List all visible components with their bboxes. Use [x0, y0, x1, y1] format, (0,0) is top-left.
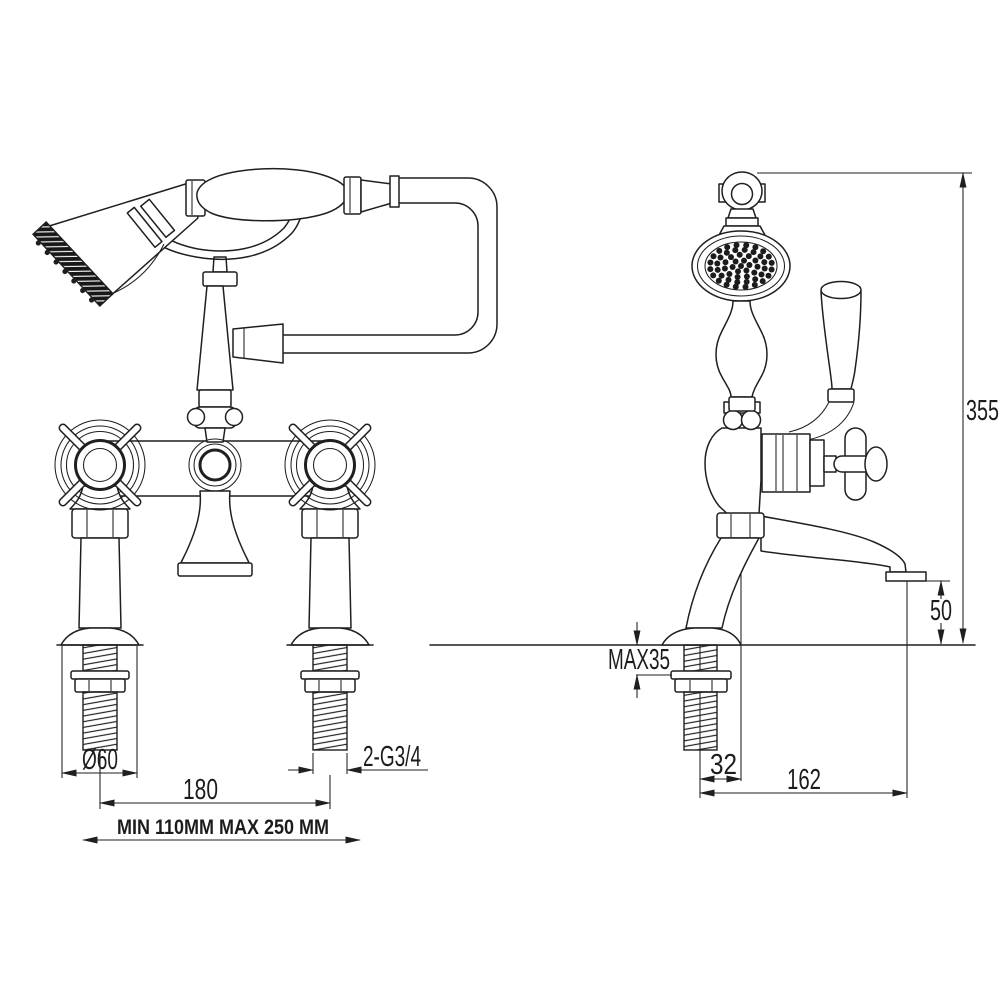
dim-deck-thickness: MAX35: [608, 622, 672, 698]
bath-spout-front: [177, 490, 253, 577]
handle-ferrule-right: [343, 176, 362, 215]
diverter-ring: [188, 438, 242, 492]
dim-spout-height: 50: [926, 579, 955, 646]
dim-label-overall-height: 355: [966, 395, 999, 427]
hose-elbow: [232, 323, 284, 364]
dim-label-spout-height: 50: [930, 595, 952, 627]
right-leg: [286, 485, 374, 751]
dim-label-thread: 2-G3/4: [363, 741, 421, 773]
dim-label-range: MIN 110MM MAX 250 MM: [117, 816, 329, 839]
valve-body: [704, 401, 837, 515]
dim-overall-height: 355: [757, 171, 999, 645]
lever-handle: [788, 280, 862, 442]
front-view: Ø60 180 2-G3/4 MIN 110MM MAX 250 MM: [32, 167, 498, 844]
shower-hose: [232, 177, 498, 364]
cradle-ring-front: [722, 409, 744, 431]
spray-dots: [707, 242, 775, 290]
side-view: 355 50 MAX35 32 162: [429, 171, 999, 798]
dim-label-deck-thickness: MAX35: [608, 644, 670, 676]
side-leg: [661, 512, 765, 751]
cradle-post: [186, 256, 244, 443]
hose-cone: [360, 179, 393, 213]
head-collar-rings: [126, 198, 176, 248]
hand-shower: [32, 167, 400, 307]
cross-handle-side: [833, 427, 888, 501]
cartridge: [761, 433, 811, 493]
spout-outlet-flange: [885, 571, 927, 582]
handle-dome-cap: [864, 446, 888, 482]
dim-thread: 2-G3/4: [288, 741, 428, 774]
hose-connector-ring: [389, 175, 400, 208]
dim-centres: 180: [98, 752, 332, 809]
dim-label-reach: 162: [787, 764, 821, 796]
handle-grip: [196, 167, 349, 222]
left-leg: [56, 485, 144, 751]
hand-shower-side: [691, 171, 791, 412]
shower-head-face: [32, 221, 114, 307]
dim-range: MIN 110MM MAX 250 MM: [81, 816, 362, 844]
handset-grip-side: [715, 300, 768, 398]
cradle-ring-back: [740, 409, 762, 431]
bath-spout-side: [760, 515, 927, 582]
dim-label-centres: 180: [183, 774, 218, 806]
shower-head-cone: [45, 181, 199, 299]
bracket-ear-right: [224, 407, 244, 427]
dim-reach: 162: [698, 764, 909, 797]
bracket-ear-left: [186, 407, 206, 427]
dim-offset: 32: [698, 749, 743, 783]
dim-label-offset: 32: [710, 749, 737, 781]
